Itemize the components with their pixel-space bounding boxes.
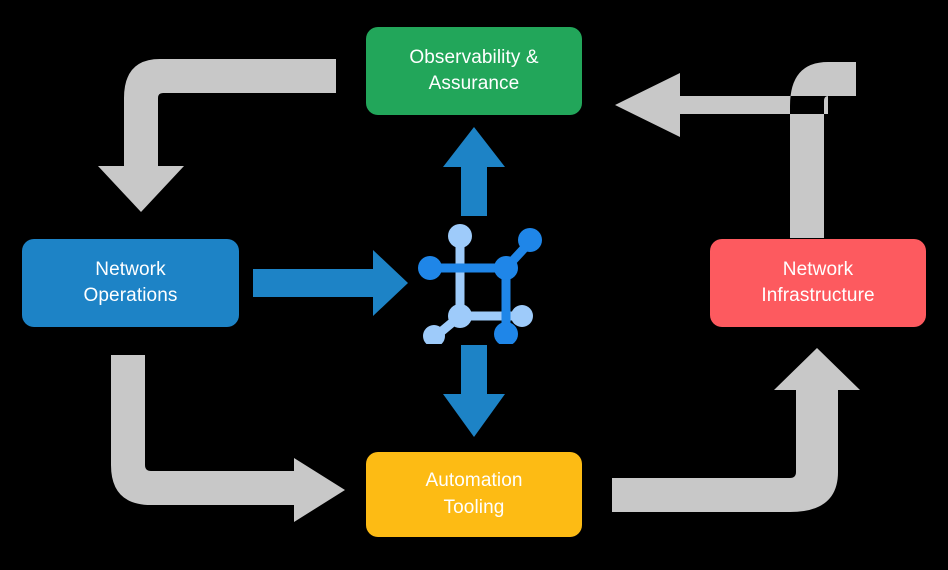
accent-arrow-center-to-observability	[443, 127, 505, 216]
network-topology-icon	[418, 224, 542, 344]
accent-arrow-center-to-automation	[443, 345, 505, 437]
accent-arrow-operations-to-center	[253, 250, 408, 316]
node-label-network-operations: Network Operations	[83, 258, 178, 306]
node-box-automation-tooling[interactable]: Automation Tooling	[366, 452, 582, 537]
flow-arrow-operations-to-automation	[111, 355, 345, 522]
node-box-observability-assurance[interactable]: Observability & Assurance	[366, 27, 582, 115]
node-label-automation-tooling: Automation Tooling	[425, 470, 523, 518]
node-label-observability-assurance: Observability & Assurance	[409, 46, 539, 94]
flow-arrow-automation-to-infrastructure	[612, 348, 860, 512]
node-box-network-operations[interactable]: Network Operations	[22, 239, 239, 327]
node-box-network-infrastructure[interactable]: Network Infrastructure	[710, 239, 926, 327]
node-label-network-infrastructure: Network Infrastructure	[761, 258, 875, 306]
flow-arrow-infrastructure-to-observability	[615, 62, 856, 238]
flow-arrow-observability-to-operations	[98, 59, 336, 212]
